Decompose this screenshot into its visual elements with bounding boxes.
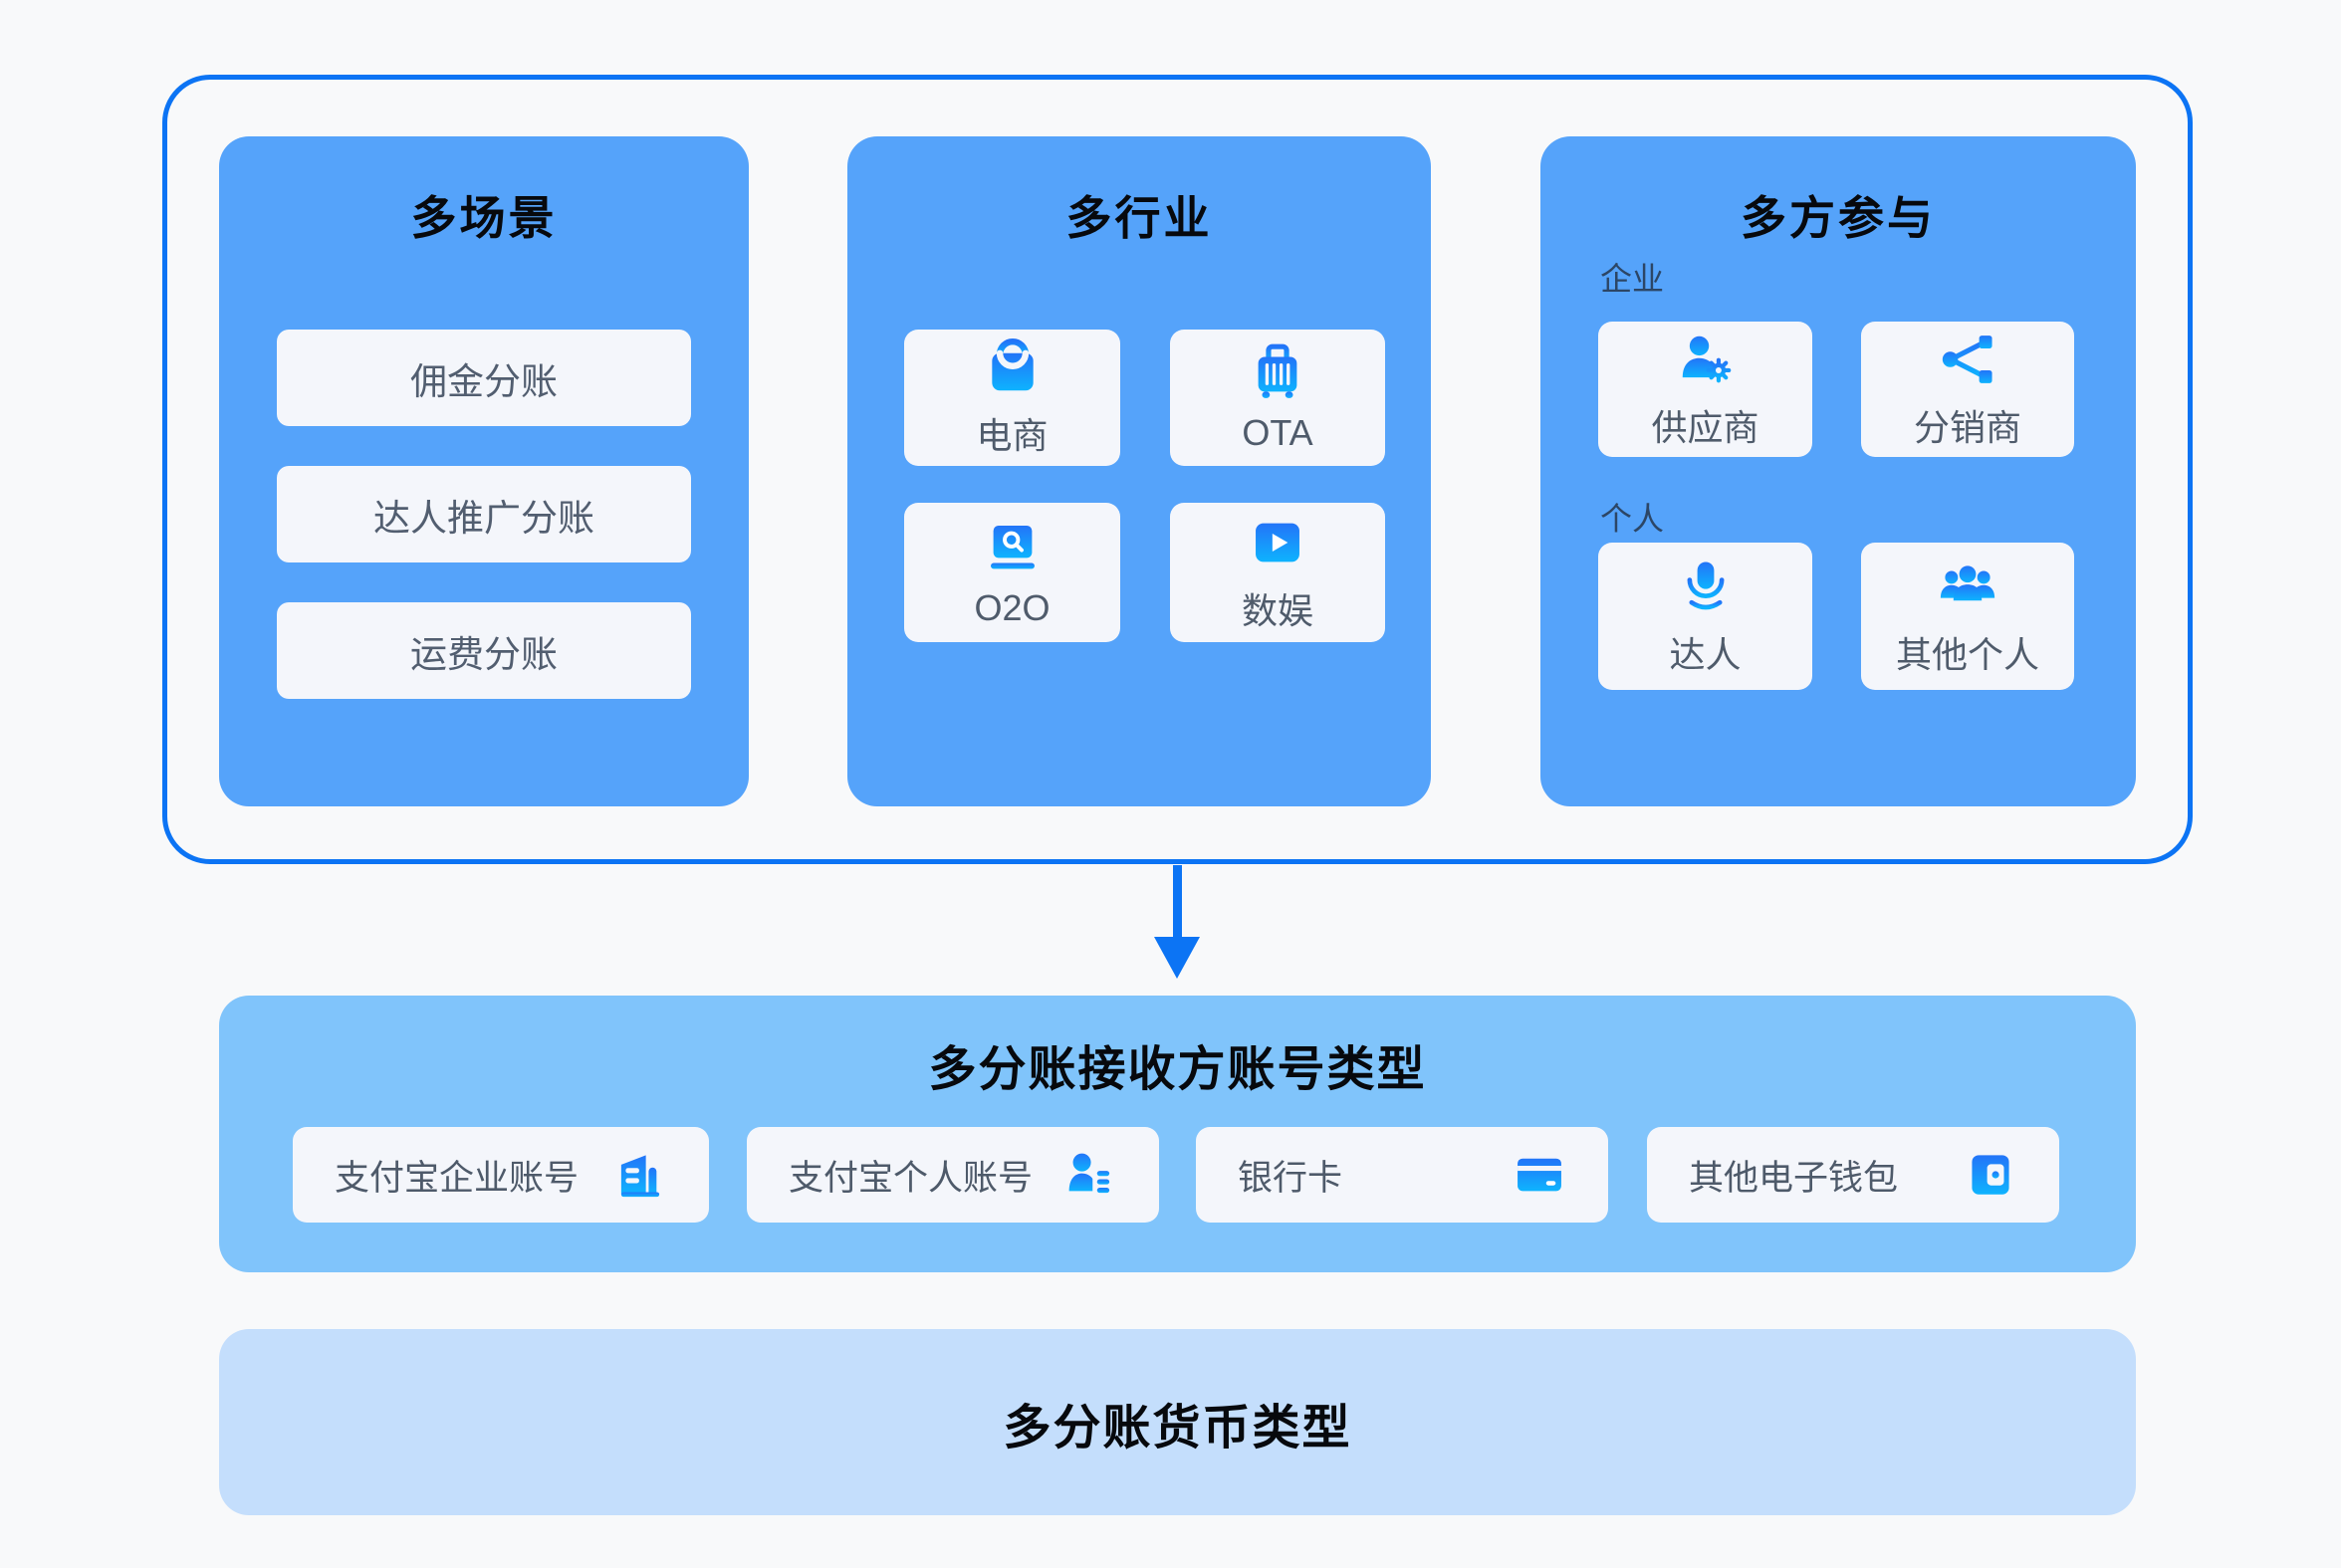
tile-label: 达人	[1669, 633, 1742, 675]
tile-ecommerce: 电商	[904, 330, 1120, 466]
card-participants-title: 多方参与	[1741, 192, 1936, 244]
tile-alipay-enterprise-account: 支付宝企业账号	[293, 1127, 709, 1223]
luggage-icon	[1247, 341, 1308, 403]
group-label-individual: 个人	[1600, 501, 1665, 537]
tile-label: 支付宝个人账号	[789, 1158, 1034, 1198]
tile-label: 数娱	[1241, 589, 1313, 631]
tile-digital-entertainment: 数娱	[1170, 503, 1385, 642]
tile-label: OTA	[1242, 412, 1313, 453]
people-group-icon	[1937, 556, 1998, 617]
shopping-bag-icon	[982, 336, 1044, 398]
scenarios-frame	[162, 75, 2193, 864]
person-gear-icon	[1675, 329, 1737, 390]
laptop-search-icon	[982, 517, 1044, 578]
bank-card-icon	[1513, 1148, 1566, 1202]
tile-label: 其他个人	[1895, 633, 2039, 675]
card-industries-title: 多行业	[1065, 192, 1213, 244]
receiver-band-title: 多分账接收方账号类型	[928, 1043, 1427, 1096]
receiver-account-band: 多分账接收方账号类型 支付宝企业账号 支付宝个人账号	[219, 996, 2136, 1272]
card-scenarios: 多场景 佣金分账 达人推广分账 运费分账	[219, 136, 749, 806]
tile-alipay-personal-account: 支付宝个人账号	[747, 1127, 1159, 1223]
flow-arrow-down-icon	[1154, 937, 1200, 979]
tile-label: 支付宝企业账号	[335, 1158, 580, 1198]
list-item: 佣金分账	[277, 330, 691, 426]
list-item: 运费分账	[277, 602, 691, 699]
card-industries: 多行业 电商	[847, 136, 1431, 806]
microphone-icon	[1675, 556, 1737, 617]
tile-kol: 达人	[1598, 543, 1812, 690]
wallet-icon	[1964, 1148, 2017, 1202]
building-icon	[613, 1148, 667, 1202]
list-item: 达人推广分账	[277, 466, 691, 562]
flow-arrow-stem	[1173, 865, 1182, 938]
currency-band: 多分账货币类型	[219, 1329, 2136, 1515]
currency-band-title: 多分账货币类型	[1003, 1401, 1352, 1455]
tile-bank-card: 银行卡	[1196, 1127, 1608, 1223]
video-play-icon	[1247, 512, 1308, 573]
tile-label: 银行卡	[1238, 1158, 1343, 1198]
tile-label: O2O	[974, 586, 1051, 628]
tile-label: 供应商	[1651, 406, 1759, 448]
tile-label: 分销商	[1913, 406, 2021, 448]
tile-other-ewallet: 其他电子钱包	[1647, 1127, 2059, 1223]
card-participants: 多方参与 企业 供应商	[1540, 136, 2136, 806]
person-list-icon	[1063, 1148, 1117, 1202]
tile-distributor: 分销商	[1861, 322, 2074, 457]
tile-o2o: O2O	[904, 503, 1120, 642]
share-network-icon	[1937, 329, 1998, 390]
tile-label: 其他电子钱包	[1689, 1158, 1899, 1198]
tile-other-individuals: 其他个人	[1861, 543, 2074, 690]
group-label-enterprise: 企业	[1600, 261, 1665, 297]
tile-label: 电商	[976, 415, 1049, 456]
tile-ota: OTA	[1170, 330, 1385, 466]
card-scenarios-title: 多场景	[410, 192, 558, 244]
tile-supplier: 供应商	[1598, 322, 1812, 457]
